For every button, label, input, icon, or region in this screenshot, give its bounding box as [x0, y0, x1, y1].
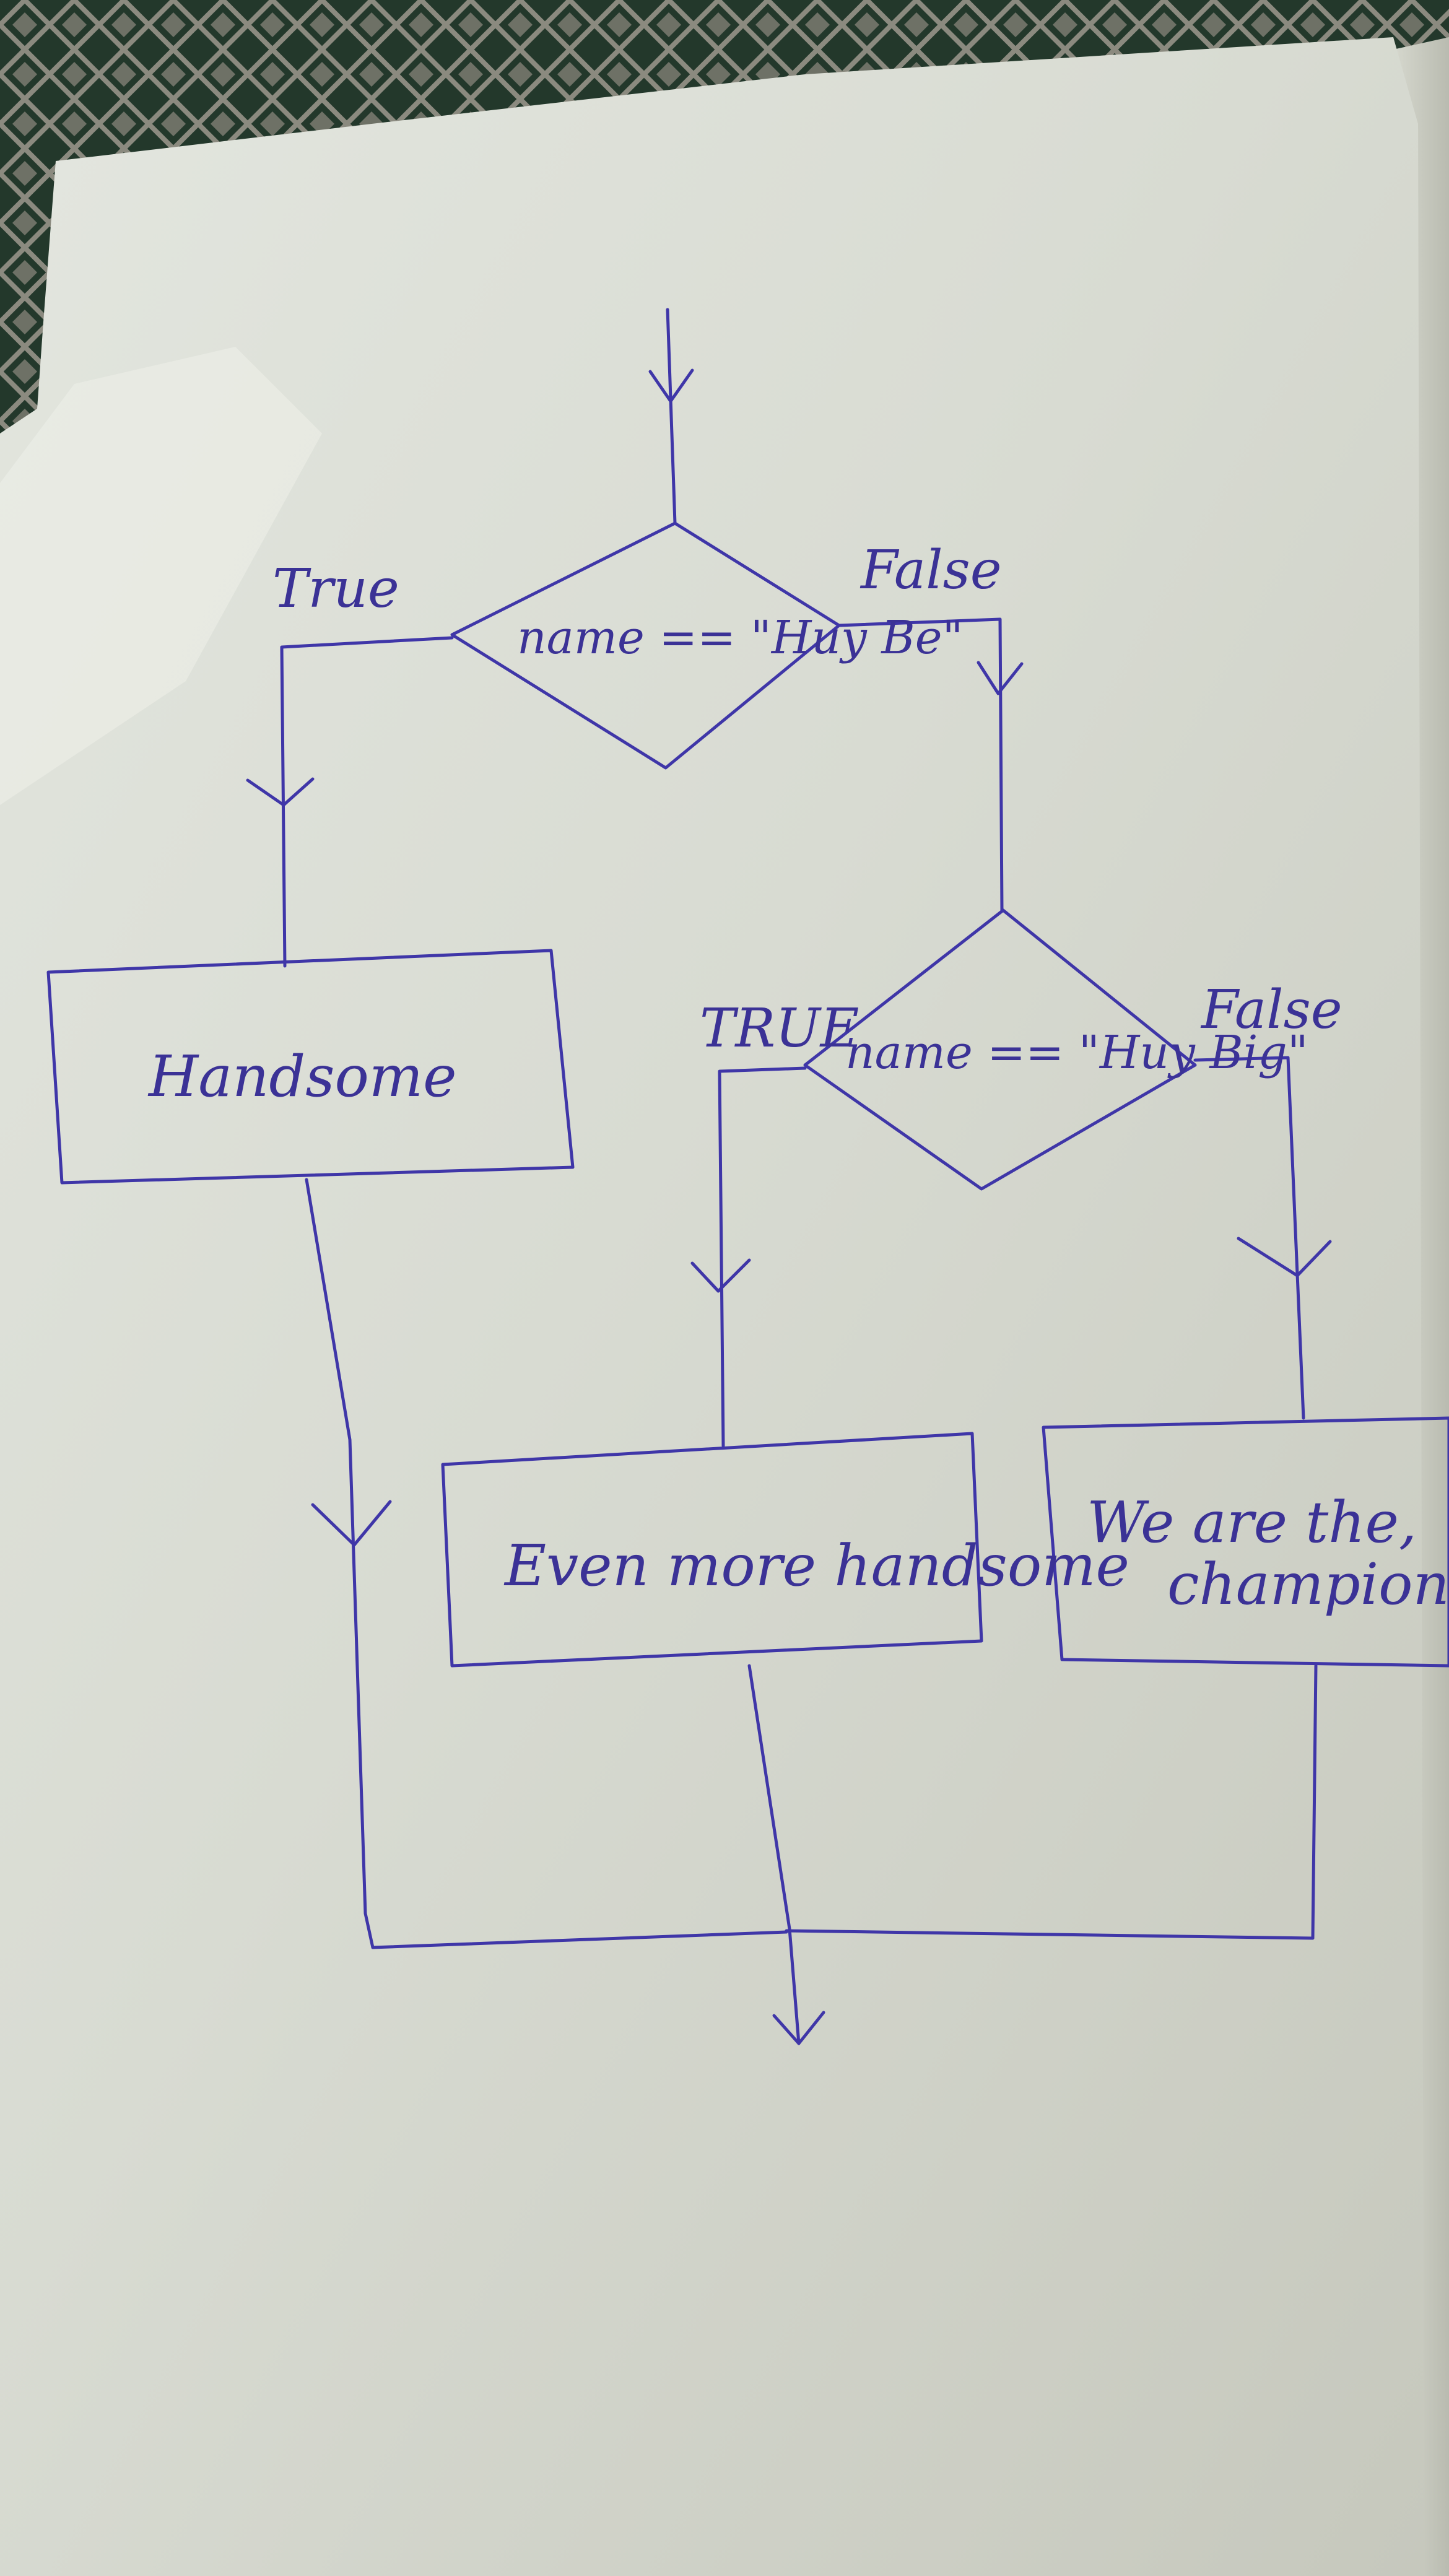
edge-d2-false-arrowhead — [1237, 1237, 1332, 1277]
process-even-more-text: Even more handsome — [503, 1533, 1129, 1599]
process-even-more-box — [441, 1432, 983, 1668]
edge-d1-true — [280, 636, 454, 968]
edge-d2-false — [1193, 1056, 1305, 1420]
decision-1-text: name == "Huy Be" — [517, 611, 964, 664]
decision-2-diamond — [803, 908, 1197, 1191]
process-handsome-text: Handsome — [147, 1043, 457, 1110]
decision-1-diamond — [450, 521, 841, 770]
paper-glare — [0, 347, 322, 805]
edge-d1-false-arrowhead — [977, 661, 1024, 695]
edge-p1-arrowhead — [311, 1500, 392, 1547]
edge-p1-merge — [305, 1178, 788, 1949]
edge-label-d1-false: False — [859, 539, 1002, 601]
edge-label-d2-true: TRUE — [700, 998, 859, 1060]
edge-d1-false — [837, 617, 1004, 912]
process-champions-box — [1042, 1416, 1449, 1668]
process-champions-line-1: We are the, — [1087, 1489, 1417, 1556]
process-handsome-box — [46, 949, 575, 1185]
flowchart-lines — [46, 308, 1449, 2045]
entry-line — [666, 308, 677, 525]
edge-d2-true — [718, 1066, 807, 1448]
entry-arrowhead — [648, 368, 694, 403]
process-champions-line-2: champions — [1167, 1551, 1449, 1617]
edge-label-d2-false: False — [1200, 979, 1342, 1041]
edge-p3-merge — [785, 1664, 1318, 1940]
edge-p2-merge — [747, 1664, 801, 2045]
decision-2-text: name == "Huy Big" — [845, 1026, 1308, 1079]
paper-sheet — [0, 37, 1424, 2576]
edge-d2-true-arrowhead — [690, 1258, 751, 1293]
exit-arrowhead — [772, 2011, 825, 2045]
edge-label-d1-true: True — [272, 558, 399, 620]
edge-d1-true-arrowhead — [246, 777, 315, 807]
